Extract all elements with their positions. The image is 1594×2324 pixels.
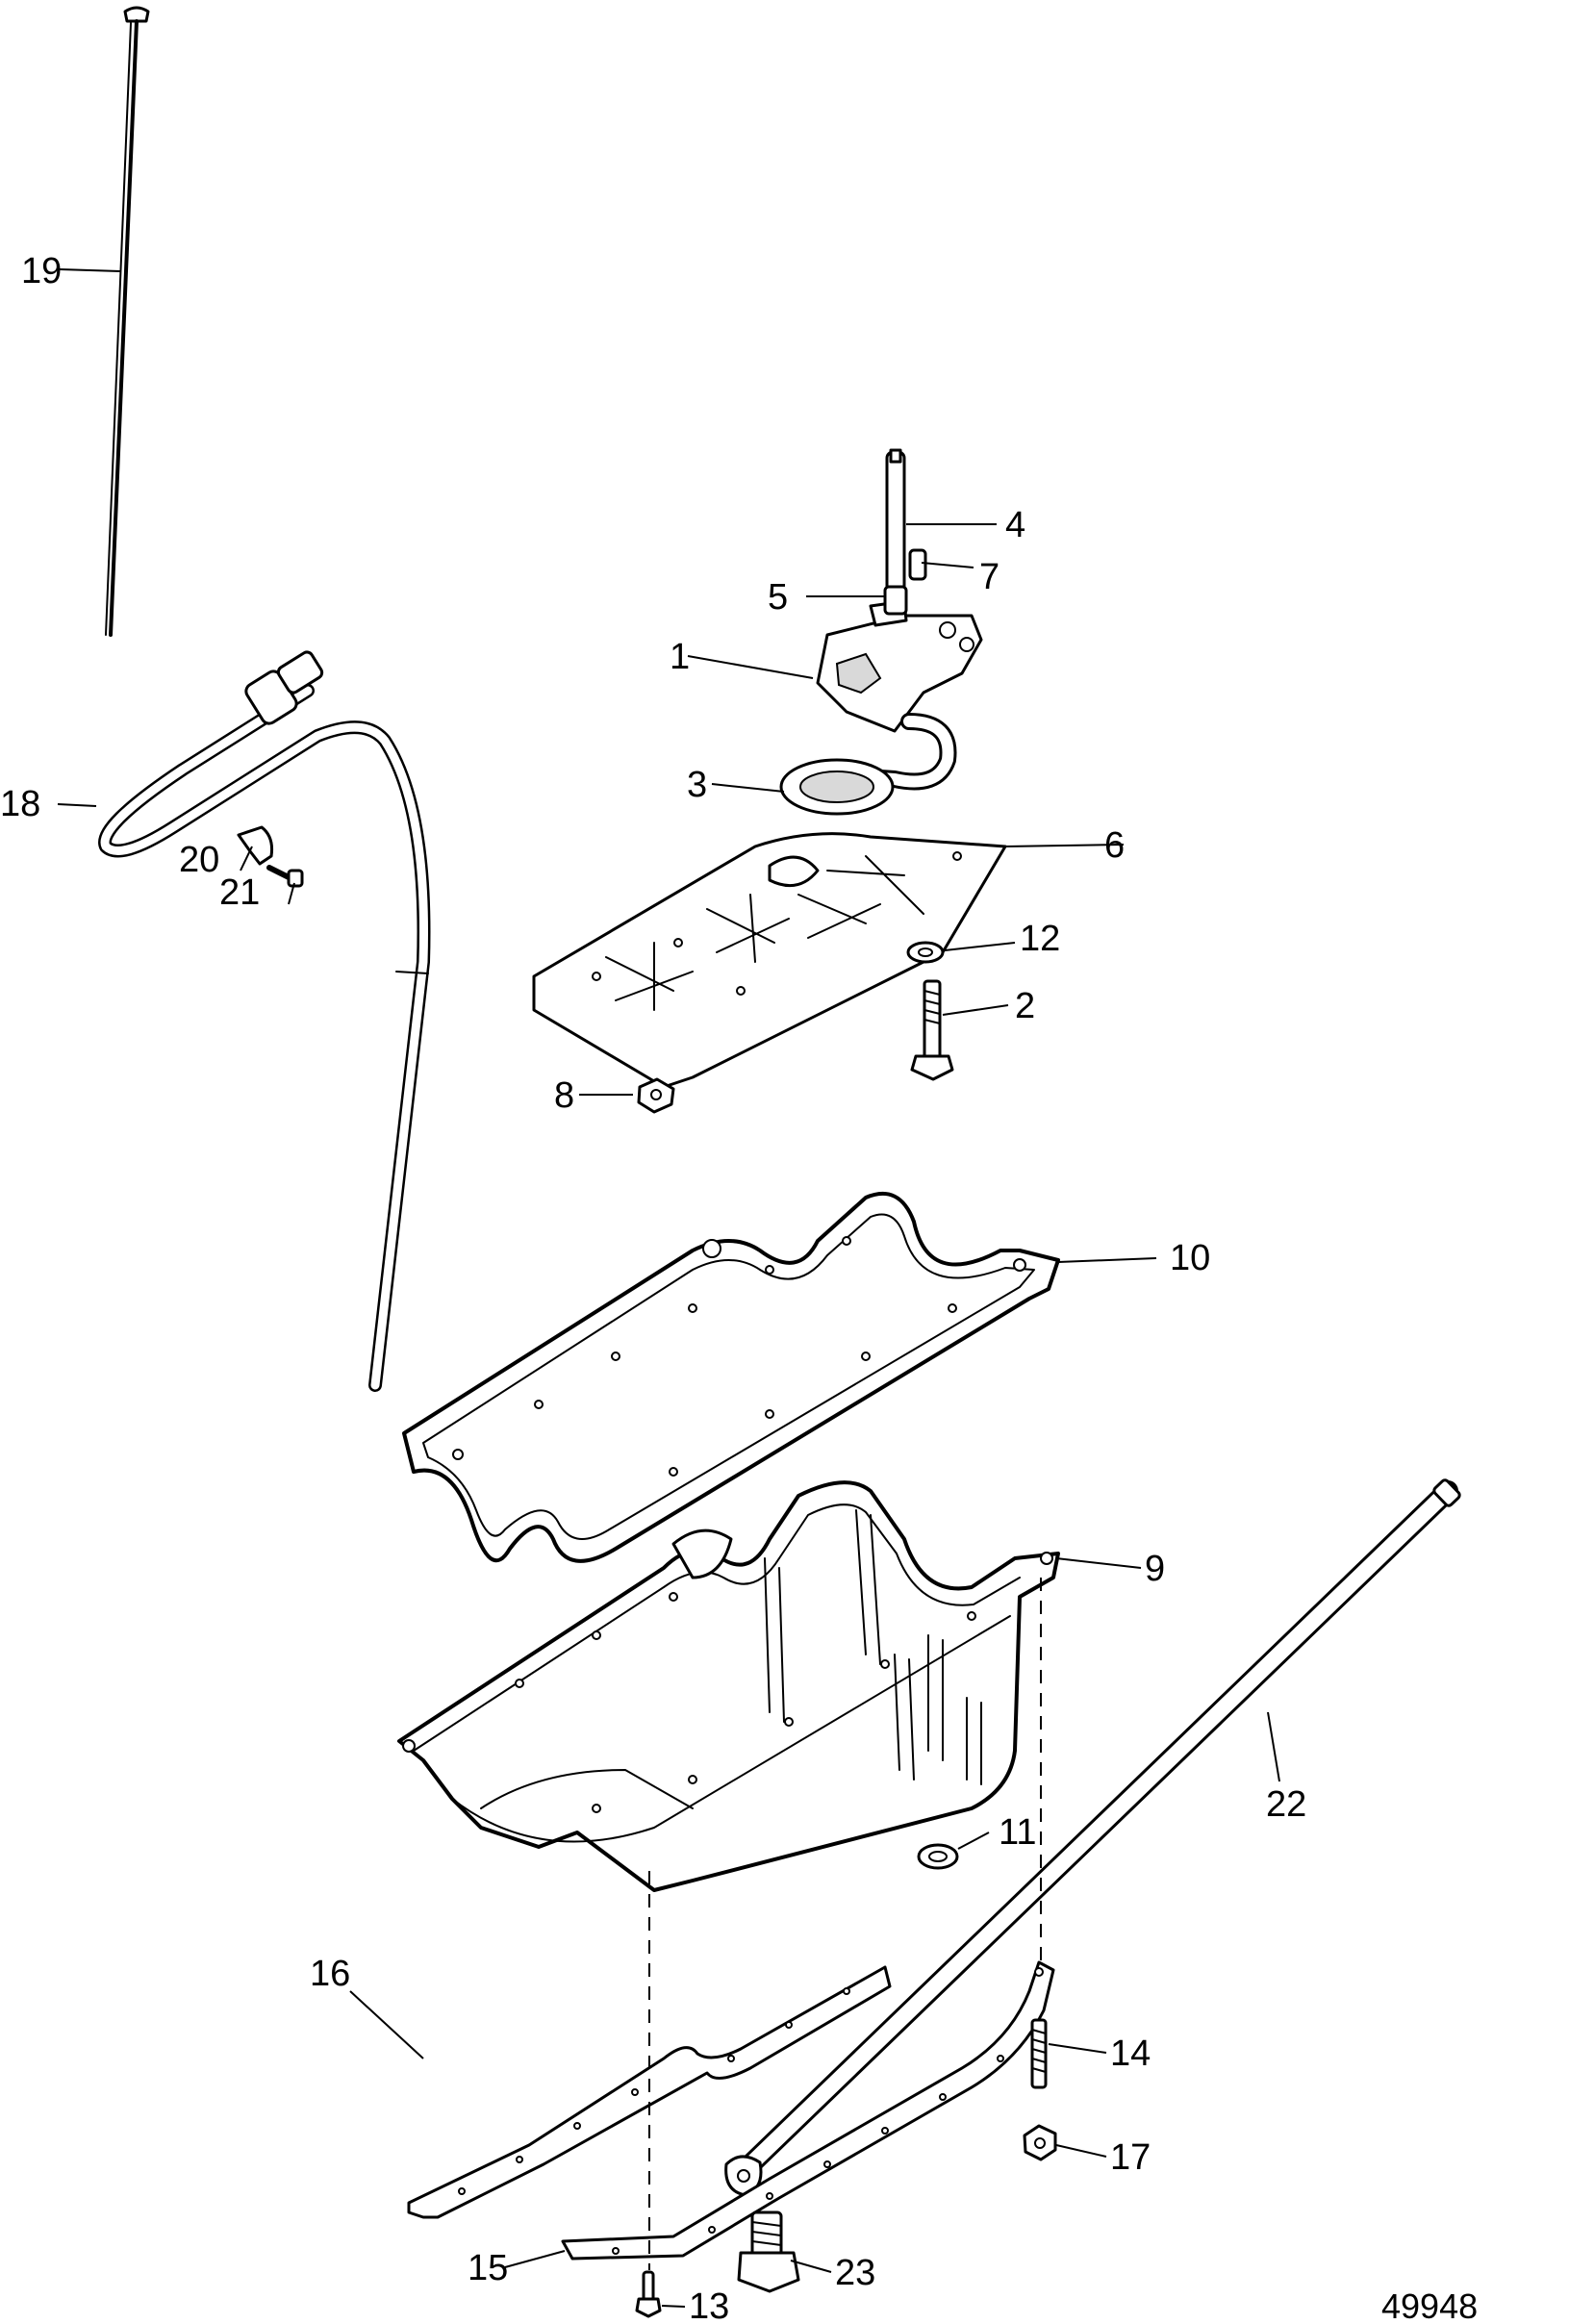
leader-lines (57, 268, 1280, 2308)
part-17-nut (1023, 2124, 1057, 2161)
callout-4: 4 (1005, 505, 1025, 545)
callout-9: 9 (1145, 1549, 1165, 1589)
part-9-oil-pan (397, 1480, 1060, 1892)
callout-10: 10 (1170, 1238, 1210, 1278)
callout-23: 23 (835, 2253, 875, 2293)
callout-13: 13 (689, 2286, 729, 2324)
part-2-bolt (910, 979, 954, 1081)
callout-20: 20 (179, 840, 219, 880)
part-19-dipstick (105, 6, 150, 637)
callout-8: 8 (554, 1075, 574, 1116)
callout-labels: 19 4 7 5 1 3 6 12 2 8 10 9 22 11 14 17 1… (0, 251, 1478, 2324)
part-4-pump-shaft (885, 448, 906, 608)
callout-18: 18 (0, 784, 40, 824)
part-3-pickup-screen (779, 758, 895, 816)
callout-3: 3 (687, 765, 707, 805)
part-23-drain-plug (737, 2210, 800, 2293)
callout-22: 22 (1266, 1784, 1306, 1825)
part-18-dipstick-tube (98, 650, 431, 1392)
figure-number: 49948 (1381, 2286, 1478, 2324)
part-12-washer (906, 941, 945, 964)
part-7-dowel-pin (908, 548, 927, 581)
part-10-oil-pan-gasket (402, 1192, 1060, 1563)
callout-19: 19 (21, 251, 62, 291)
part-14-stud (1030, 2018, 1048, 2089)
part-20-clip (237, 825, 273, 866)
part-11-drain-gasket (917, 1843, 959, 1870)
part-6-windage-tray (532, 832, 1007, 1089)
callout-7: 7 (979, 557, 999, 597)
part-8-nut (637, 1077, 675, 1114)
part-15-side-seal (561, 1960, 1055, 2261)
callout-2: 2 (1015, 986, 1035, 1026)
callout-16: 16 (310, 1954, 350, 1994)
part-13-screw (635, 2270, 662, 2318)
part-22-rod (724, 1478, 1461, 2197)
part-1-oil-pump (816, 585, 983, 733)
callout-14: 14 (1110, 2034, 1151, 2074)
callout-11: 11 (999, 1812, 1036, 1853)
callout-15: 15 (468, 2248, 508, 2288)
pickup-tube (857, 713, 957, 791)
part-21-screw (266, 865, 304, 888)
callout-17: 17 (1110, 2137, 1151, 2178)
callout-6: 6 (1104, 825, 1125, 866)
alignment-lines (648, 1578, 1042, 2270)
callout-5: 5 (768, 577, 788, 618)
callout-1: 1 (670, 637, 690, 677)
callout-21: 21 (219, 872, 260, 913)
callout-12: 12 (1020, 919, 1060, 959)
